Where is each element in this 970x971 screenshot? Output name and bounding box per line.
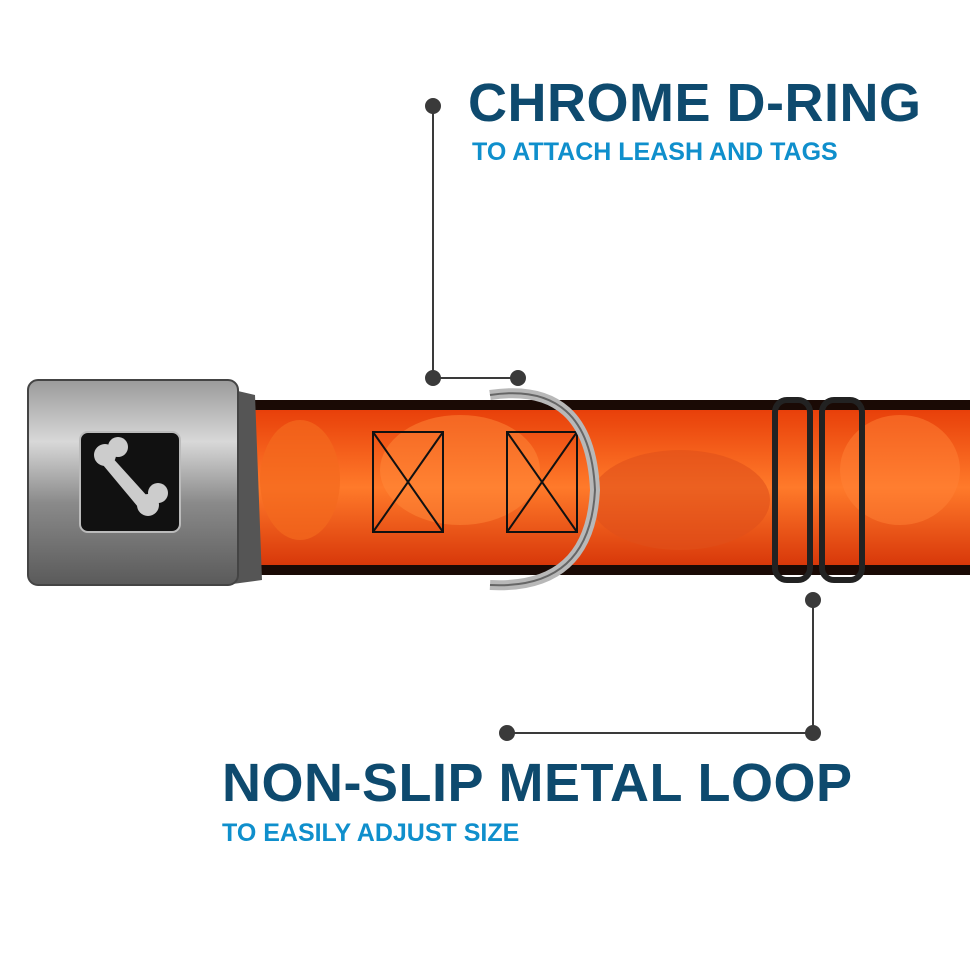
- bone-logo-icon: [94, 437, 168, 516]
- d-ring-title: CHROME D-RING: [468, 73, 922, 133]
- loop-leader-line: [499, 592, 821, 741]
- d-ring-subtitle: TO ATTACH LEASH AND TAGS: [472, 138, 838, 166]
- collar-webbing: [245, 400, 970, 575]
- metal-loop-icon: [772, 397, 865, 583]
- loop-title: NON-SLIP METAL LOOP: [222, 753, 853, 813]
- loop-subtitle: TO EASILY ADJUST SIZE: [222, 819, 520, 847]
- d-ring-leader-line: [425, 98, 526, 386]
- buckle-icon: [27, 379, 262, 586]
